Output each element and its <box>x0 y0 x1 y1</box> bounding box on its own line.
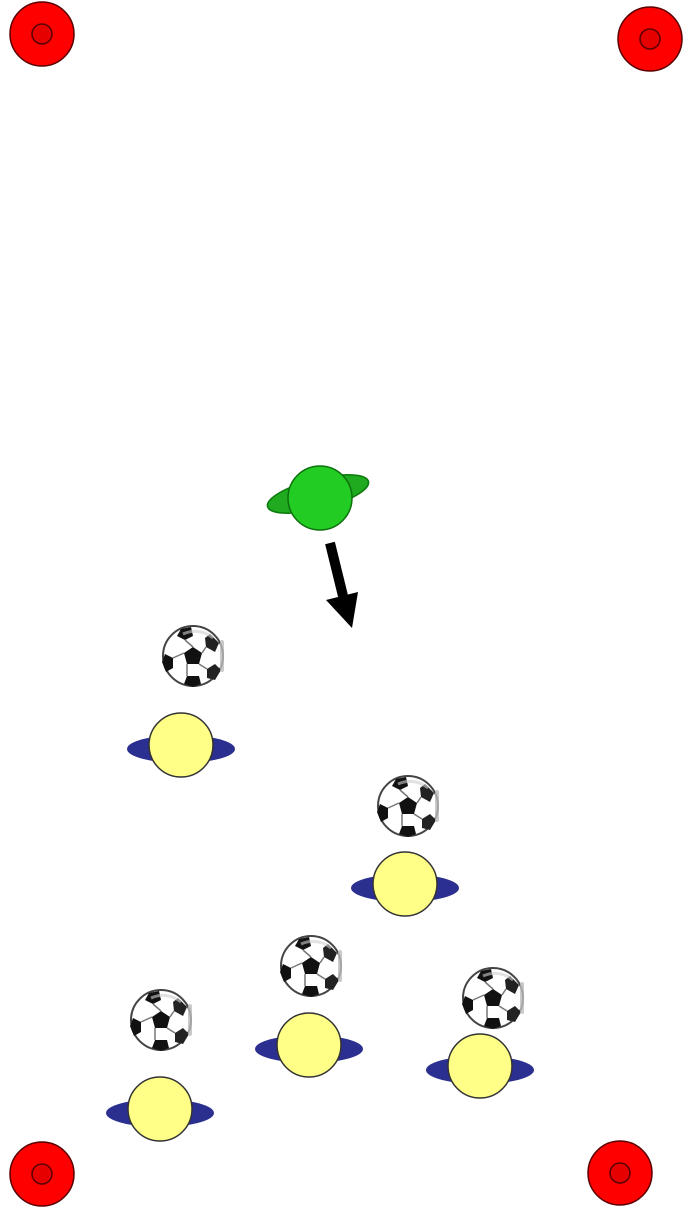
defender-player <box>264 466 372 530</box>
cone-icon <box>10 1142 74 1206</box>
attacker-player-3 <box>255 1013 363 1077</box>
movement-arrow <box>326 543 358 628</box>
yellow-player-icon <box>426 1034 534 1098</box>
attacker-player-5 <box>106 1077 214 1141</box>
attacker-player-1 <box>127 713 235 777</box>
soccer-ball-icon <box>162 626 224 687</box>
soccer-ball-icon <box>462 968 524 1029</box>
green-player-icon <box>264 466 372 530</box>
ball-5 <box>462 968 524 1029</box>
attacker-player-4 <box>426 1034 534 1098</box>
cone-top-left <box>10 2 74 66</box>
soccer-ball-icon <box>377 776 439 837</box>
cone-bottom-left <box>10 1142 74 1206</box>
ball-3 <box>280 936 342 997</box>
ball-1 <box>162 626 224 687</box>
cone-icon <box>10 2 74 66</box>
yellow-player-icon <box>255 1013 363 1077</box>
arrow-icon <box>326 543 358 628</box>
yellow-player-icon <box>351 852 459 916</box>
yellow-player-icon <box>106 1077 214 1141</box>
cone-top-right <box>618 7 682 71</box>
cone-icon <box>618 7 682 71</box>
soccer-ball-icon <box>280 936 342 997</box>
yellow-player-icon <box>127 713 235 777</box>
ball-2 <box>377 776 439 837</box>
cone-icon <box>588 1141 652 1205</box>
soccer-ball-icon <box>130 990 192 1051</box>
attacker-player-2 <box>351 852 459 916</box>
cone-bottom-right <box>588 1141 652 1205</box>
ball-4 <box>130 990 192 1051</box>
